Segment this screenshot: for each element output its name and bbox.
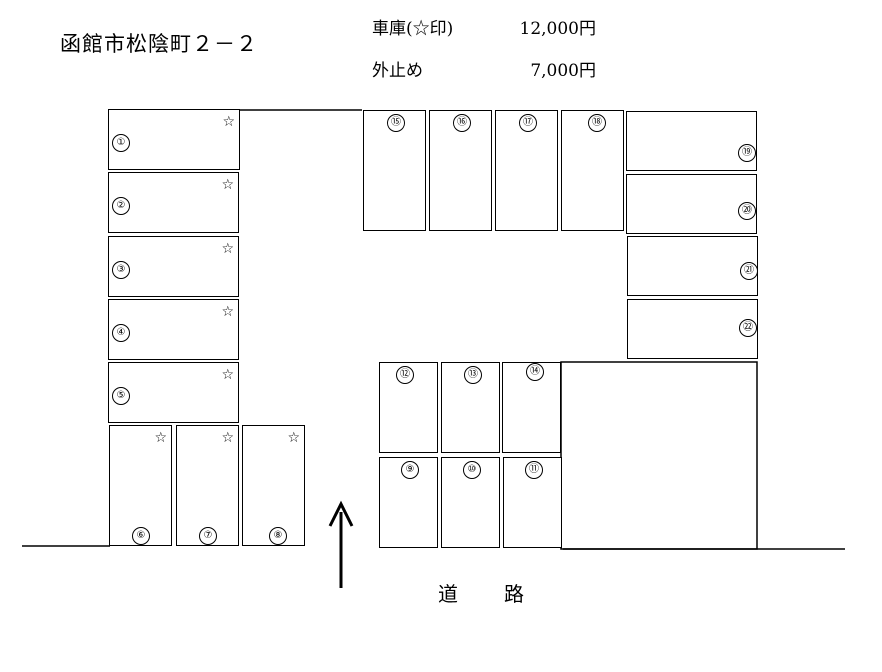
parking-slot: ③☆ xyxy=(108,236,239,297)
road-label: 道 路 xyxy=(438,582,526,606)
price-outdoor-value: 7,000円 xyxy=(530,61,596,81)
slot-number: ⑳ xyxy=(738,202,756,220)
parking-slot: ⑪ xyxy=(503,457,562,548)
slot-number: ④ xyxy=(112,324,130,342)
slot-number: ① xyxy=(112,134,130,152)
slot-number: ⑬ xyxy=(464,366,482,384)
slot-number: ⑮ xyxy=(387,114,405,132)
garage-star-icon: ☆ xyxy=(221,367,234,383)
parking-slot: ⑬ xyxy=(441,362,500,453)
slot-number: ⑤ xyxy=(112,387,130,405)
slot-number: ⑯ xyxy=(453,114,471,132)
parking-slot: ⑰ xyxy=(495,110,558,231)
garage-star-icon: ☆ xyxy=(221,241,234,257)
slot-number: ⑥ xyxy=(132,527,150,545)
slot-number: ⑭ xyxy=(526,363,544,381)
parking-slot: ②☆ xyxy=(108,172,239,233)
parking-slot: ⑤☆ xyxy=(108,362,239,423)
page-title: 函館市松陰町２－２ xyxy=(60,32,258,56)
parking-slot: ㉒ xyxy=(627,299,758,359)
parking-slot: ⑨ xyxy=(379,457,438,548)
price-garage-value: 12,000円 xyxy=(519,19,596,39)
slot-number: ⑦ xyxy=(199,527,217,545)
slot-number: ⑪ xyxy=(525,461,543,479)
parking-slot: ⑱ xyxy=(561,110,624,231)
parking-slot: ⑥☆ xyxy=(109,425,172,546)
entrance-arrow-head xyxy=(328,500,354,527)
slot-number: ⑱ xyxy=(588,114,606,132)
price-outdoor-label: 外止め xyxy=(372,61,423,81)
slot-number: ③ xyxy=(112,261,130,279)
garage-star-icon: ☆ xyxy=(221,177,234,193)
slot-number: ⑫ xyxy=(396,366,414,384)
parking-slot: ⑫ xyxy=(379,362,438,453)
slot-number: ⑨ xyxy=(401,461,419,479)
slot-number: ㉑ xyxy=(740,262,758,280)
parking-slot: ⑲ xyxy=(626,111,757,171)
parking-slot: ⑧☆ xyxy=(242,425,305,546)
garage-star-icon: ☆ xyxy=(221,304,234,320)
building-block xyxy=(560,361,758,550)
slot-number: ② xyxy=(112,197,130,215)
parking-slot: ⑯ xyxy=(429,110,492,231)
parking-slot: ⑦☆ xyxy=(176,425,239,546)
parking-slot: ④☆ xyxy=(108,299,239,360)
parking-slot: ⑮ xyxy=(363,110,426,231)
parking-slot: ⑩ xyxy=(441,457,500,548)
garage-star-icon: ☆ xyxy=(222,114,235,130)
slot-number: ㉒ xyxy=(739,319,757,337)
garage-star-icon: ☆ xyxy=(221,430,234,446)
price-garage-label: 車庫(☆印) xyxy=(372,19,454,39)
parking-slot: ①☆ xyxy=(108,109,240,170)
slot-number: ⑲ xyxy=(738,144,756,162)
slot-number: ⑩ xyxy=(463,461,481,479)
garage-star-icon: ☆ xyxy=(287,430,300,446)
parking-slot: ⑳ xyxy=(626,174,757,234)
slot-number: ⑰ xyxy=(519,114,537,132)
garage-star-icon: ☆ xyxy=(154,430,167,446)
parking-slot: ⑭ xyxy=(502,362,561,453)
parking-slot: ㉑ xyxy=(627,236,758,296)
slot-number: ⑧ xyxy=(269,527,287,545)
